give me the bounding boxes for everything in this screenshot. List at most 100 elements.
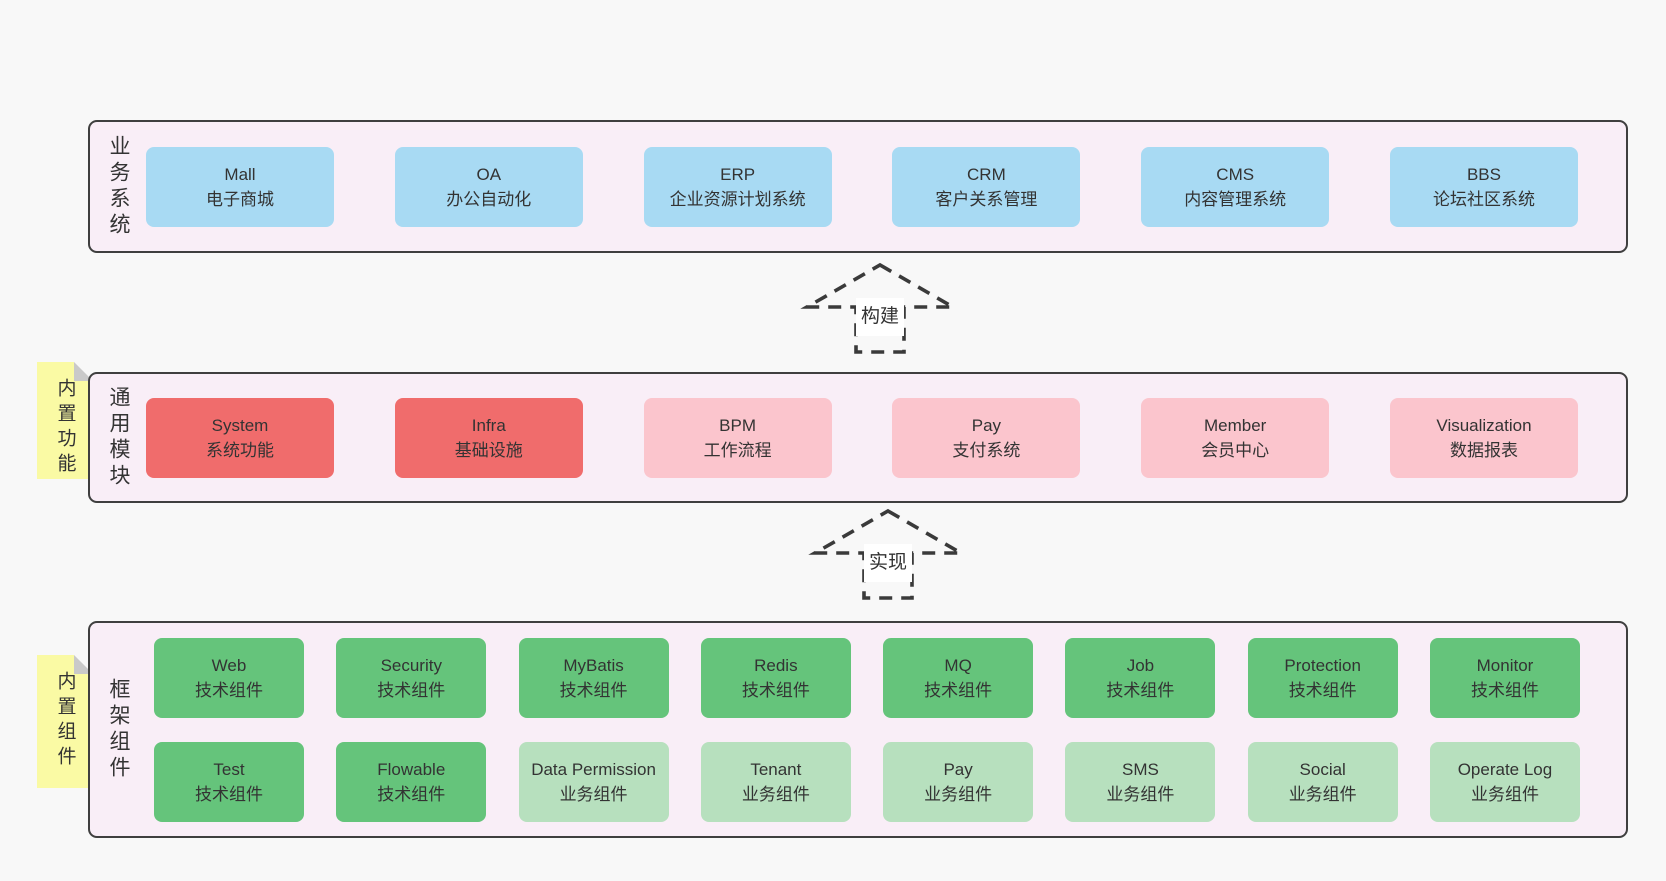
box-name: Data Permission	[531, 759, 656, 779]
arrow-label: 构建	[855, 298, 905, 336]
box-name: Mall	[224, 164, 256, 184]
box-name: System	[211, 415, 269, 435]
box-mybatis: MyBatis 技术组件	[518, 637, 669, 718]
box-sub: 技术组件	[559, 680, 628, 700]
box-redis: Redis 技术组件	[700, 637, 851, 718]
layer-box-grid: Web 技术组件 Security 技术组件 MyBatis 技术组件 Redi…	[146, 623, 1626, 836]
box-name: CMS	[1216, 164, 1255, 184]
arrow-label: 实现	[863, 544, 913, 582]
layer-box-row: System 系统功能 Infra 基础设施 BPM 工作流程 Pay 支付系统…	[146, 374, 1626, 501]
box-data-permission: Data Permission 业务组件	[518, 741, 669, 822]
box-cms: CMS 内容管理系统	[1141, 146, 1330, 227]
box-sub: 业务组件	[1288, 784, 1357, 804]
box-sub: 技术组件	[195, 784, 263, 804]
box-flowable: Flowable 技术组件	[336, 741, 487, 822]
box-name: Monitor	[1476, 655, 1534, 675]
box-operate-log: Operate Log 业务组件	[1429, 741, 1580, 822]
box-name: Security	[380, 655, 442, 675]
box-name: Operate Log	[1457, 759, 1553, 779]
box-sub: 电子商城	[206, 189, 274, 209]
box-system: System 系统功能	[146, 397, 334, 478]
box-name: BBS	[1466, 164, 1501, 184]
layer-label: 业务系统	[90, 122, 146, 251]
box-visualization: Visualization 数据报表	[1389, 397, 1578, 478]
box-web: Web 技术组件	[154, 637, 304, 718]
box-name: OA	[476, 164, 502, 184]
layer-label-text: 通用模块	[107, 385, 130, 490]
box-job: Job 技术组件	[1065, 637, 1216, 718]
dashed-up-arrow-icon	[800, 262, 960, 354]
box-sub: 办公自动化	[446, 189, 532, 209]
box-pay-component: Pay 业务组件	[883, 741, 1034, 822]
box-sub: 业务组件	[924, 784, 993, 804]
box-name: MQ	[944, 655, 972, 675]
box-name: Redis	[754, 655, 798, 675]
box-sub: 数据报表	[1449, 440, 1518, 460]
layer-label: 通用模块	[90, 374, 146, 501]
box-name: Protection	[1284, 655, 1361, 675]
box-social: Social 业务组件	[1247, 741, 1398, 822]
box-name: Infra	[471, 415, 506, 435]
box-name: CRM	[967, 164, 1006, 184]
box-mall: Mall 电子商城	[146, 146, 334, 227]
box-bbs: BBS 论坛社区系统	[1389, 146, 1578, 227]
box-oa: OA 办公自动化	[394, 146, 583, 227]
layer-label-text: 业务系统	[107, 134, 130, 239]
box-sub: 技术组件	[924, 680, 993, 700]
box-name: Web	[211, 655, 247, 675]
box-bpm: BPM 工作流程	[643, 397, 832, 478]
box-sub: 技术组件	[195, 680, 263, 700]
box-sub: 业务组件	[559, 784, 628, 804]
box-sub: 基础设施	[454, 440, 523, 460]
layer-common-modules: 通用模块 System 系统功能 Infra 基础设施 BPM 工作流程 Pay…	[88, 372, 1628, 503]
box-crm: CRM 客户关系管理	[892, 146, 1081, 227]
box-name: Pay	[971, 415, 1002, 435]
box-name: SMS	[1121, 759, 1159, 779]
box-name: ERP	[720, 164, 756, 184]
box-sub: 客户关系管理	[935, 189, 1038, 209]
box-name: Pay	[943, 759, 973, 779]
sticky-note-text: 内置组件	[54, 671, 76, 771]
box-name: Visualization	[1436, 415, 1532, 435]
box-name: BPM	[719, 415, 757, 435]
box-protection: Protection 技术组件	[1247, 637, 1398, 718]
box-sub: 技术组件	[1106, 680, 1175, 700]
arrow-implement: 实现	[808, 506, 968, 602]
box-sub: 技术组件	[741, 680, 810, 700]
dashed-up-arrow-icon	[808, 508, 968, 600]
box-name: Social	[1299, 759, 1346, 779]
box-name: Tenant	[750, 759, 802, 779]
box-sub: 支付系统	[952, 440, 1021, 460]
box-tenant: Tenant 业务组件	[700, 741, 851, 822]
box-name: Member	[1204, 415, 1267, 435]
box-infra: Infra 基础设施	[394, 397, 583, 478]
box-sub: 工作流程	[703, 440, 772, 460]
box-sub: 论坛社区系统	[1432, 189, 1535, 209]
box-erp: ERP 企业资源计划系统	[643, 146, 832, 227]
sticky-note-text: 内置功能	[54, 378, 76, 478]
box-test: Test 技术组件	[154, 741, 304, 822]
layer-business-systems: 业务系统 Mall 电子商城 OA 办公自动化 ERP 企业资源计划系统 CRM…	[88, 120, 1628, 253]
box-sub: 技术组件	[1470, 680, 1539, 700]
box-sub: 内容管理系统	[1184, 189, 1287, 209]
layer-label-text: 框架组件	[107, 677, 130, 782]
box-sms: SMS 业务组件	[1065, 741, 1216, 822]
sticky-note-built-in-features: 内置功能	[37, 362, 93, 479]
layer-label: 框架组件	[90, 623, 146, 836]
box-sub: 企业资源计划系统	[669, 189, 806, 209]
box-sub: 会员中心	[1201, 440, 1270, 460]
layer-box-row: Mall 电子商城 OA 办公自动化 ERP 企业资源计划系统 CRM 客户关系…	[146, 122, 1626, 251]
box-sub: 技术组件	[377, 784, 446, 804]
box-sub: 业务组件	[1470, 784, 1539, 804]
box-sub: 业务组件	[741, 784, 810, 804]
box-member: Member 会员中心	[1141, 397, 1330, 478]
arrow-build: 构建	[800, 260, 960, 356]
box-pay-system: Pay 支付系统	[892, 397, 1081, 478]
box-sub: 业务组件	[1106, 784, 1175, 804]
sticky-note-built-in-components: 内置组件	[37, 655, 93, 788]
box-sub: 系统功能	[206, 440, 274, 460]
box-name: Flowable	[377, 759, 446, 779]
box-name: Job	[1126, 655, 1155, 675]
box-security: Security 技术组件	[336, 637, 487, 718]
